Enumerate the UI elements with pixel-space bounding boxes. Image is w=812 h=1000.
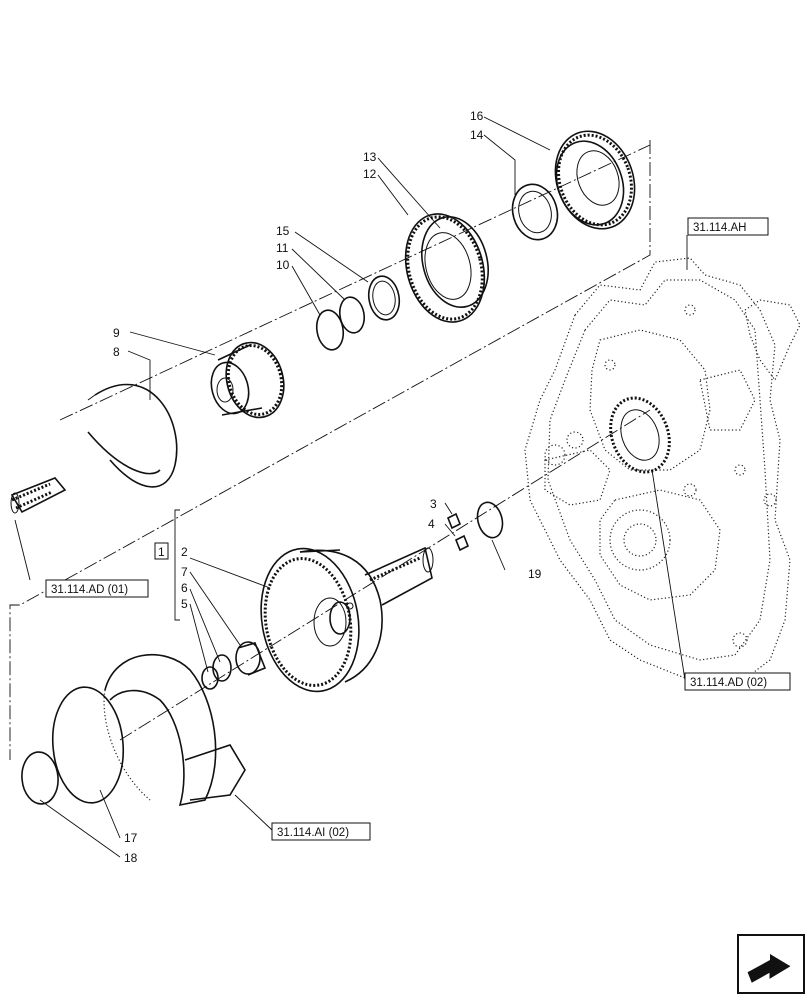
leader-lines [14, 116, 688, 858]
keys-3-4-ring-19 [446, 501, 504, 552]
item-5-label: 5 [181, 597, 188, 611]
washer-14 [511, 183, 559, 241]
item-10-label: 10 [276, 258, 290, 272]
brake-band-17-18 [21, 653, 246, 807]
rings-10-11-15 [315, 275, 401, 351]
piston-16 [554, 130, 636, 230]
transmission-housing [524, 257, 801, 691]
item-18-label: 18 [124, 851, 138, 865]
ref-ad01-box [45, 579, 149, 598]
item-19-label: 19 [528, 567, 542, 581]
item-1-label: 1 [158, 545, 165, 559]
item-16-label: 16 [470, 109, 484, 123]
item-labels: 1 2 3 4 5 6 7 8 9 10 11 12 13 14 15 16 1… [113, 109, 542, 865]
item-1-box [154, 542, 169, 560]
item-11-label: 11 [276, 241, 289, 255]
item-6-label: 6 [181, 581, 188, 595]
ref-ad02-label: 31.114.AD (02) [690, 677, 767, 689]
item-15-label: 15 [276, 224, 290, 238]
ref-ad02-box [684, 672, 791, 691]
item-7-label: 7 [181, 565, 188, 579]
ref-ad01-label: 31.114.AD (01) [51, 584, 128, 596]
gear-9 [210, 341, 285, 419]
item-9-label: 9 [113, 326, 120, 340]
item-13-label: 13 [363, 150, 377, 164]
item-4-label: 4 [428, 517, 435, 531]
item-3-label: 3 [430, 497, 437, 511]
ref-ah-label: 31.114.AH [693, 222, 747, 234]
item-2-label: 2 [181, 545, 188, 559]
snap-ring-8 [87, 383, 178, 488]
item-14-label: 14 [470, 128, 484, 142]
item-8-label: 8 [113, 345, 120, 359]
item-12-label: 12 [363, 167, 377, 181]
clutch-drum-2 [260, 546, 434, 693]
bushing-7-rings-5-6 [201, 641, 267, 690]
assembly-axes [9, 140, 651, 760]
reference-labels: 31.114.AH 31.114.AD (01) 31.114.AD (02) … [45, 217, 791, 841]
clutch-discs-12-13 [404, 213, 489, 323]
item-17-label: 17 [124, 831, 138, 845]
navigation-arrow-icon[interactable] [737, 934, 805, 994]
ref-ah-box [687, 217, 769, 236]
input-shaft-end [10, 477, 67, 514]
ref-ai02-box [271, 822, 371, 841]
ref-ai02-label: 31.114.AI (02) [277, 827, 349, 839]
